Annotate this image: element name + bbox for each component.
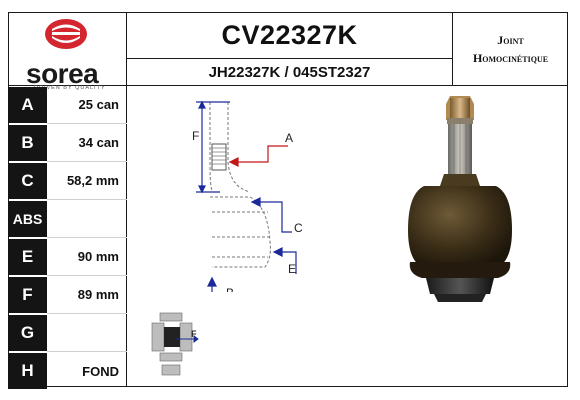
spec-value (47, 200, 127, 238)
arrow-c (250, 197, 292, 233)
boot-clamp (434, 294, 486, 302)
washer (447, 118, 473, 124)
spec-value: 89 mm (47, 276, 127, 314)
cross-ref-cell: JH22327K / 045ST2327 (127, 59, 453, 86)
mini-core (164, 327, 180, 347)
spec-row: G (8, 314, 127, 352)
threaded-stub (450, 98, 470, 120)
mini-outline (151, 312, 193, 376)
spline-outline (211, 143, 227, 171)
arrow-a (228, 145, 288, 167)
brand-name: sorea (26, 58, 99, 89)
label-a: A (285, 131, 293, 145)
spec-row: ABS (8, 200, 127, 238)
brand-tagline: DRIVEN BY QUALITY (34, 85, 106, 91)
spec-label: G (8, 315, 47, 351)
spec-value: 58,2 mm (47, 162, 127, 200)
spec-value: 25 can (47, 86, 127, 124)
spec-label: A (8, 87, 47, 123)
part-type-line2: Homocinétique (472, 50, 549, 65)
spec-row: E 90 mm (8, 238, 127, 276)
spec-label: ABS (8, 201, 47, 237)
dimension-f (196, 100, 230, 194)
label-e: E (288, 262, 296, 276)
joint-outline (209, 102, 271, 268)
product-photo (408, 96, 512, 302)
datasheet-frame (8, 12, 568, 387)
spec-label: H (8, 353, 47, 389)
spec-row: F 89 mm (8, 276, 127, 314)
spec-table: A 25 can B 34 can C 58,2 mm ABS E 90 mm … (8, 86, 127, 390)
bell-ring (409, 262, 511, 278)
spec-value: 34 can (47, 124, 127, 162)
spec-label: B (8, 125, 47, 161)
sorea-logo-icon (45, 19, 87, 49)
spec-row: H FOND (8, 352, 127, 390)
spec-label: F (8, 277, 47, 313)
joint-dimension-diagram: F A C E B (192, 100, 303, 292)
label-c: C (294, 221, 303, 235)
spec-label: E (8, 239, 47, 275)
arrow-b (207, 276, 217, 292)
mini-cross-section-diagram: F (151, 312, 199, 376)
spec-value (47, 314, 127, 352)
spec-value: FOND (82, 363, 119, 379)
label-f: F (192, 129, 199, 143)
mini-dimension (176, 335, 199, 343)
spec-value: 90 mm (47, 238, 127, 276)
spline-teeth (212, 147, 226, 165)
spline-grooves (453, 124, 467, 174)
boot (426, 278, 494, 294)
mini-label-f: F (191, 329, 197, 339)
part-number: CV22327K (221, 19, 358, 50)
joint-bell (408, 186, 512, 268)
label-b: B (226, 286, 234, 292)
spec-row: A 25 can (8, 86, 127, 124)
part-type-line1: Joint (497, 32, 524, 47)
arrow-e (272, 247, 297, 274)
spec-row: C 58,2 mm (8, 162, 127, 200)
spec-label: C (8, 163, 47, 199)
part-number-cell: CV22327K (127, 12, 453, 59)
bell-neck (440, 174, 480, 186)
cross-references: JH22327K / 045ST2327 (208, 63, 371, 81)
part-type-cell: Joint Homocinétique (453, 12, 568, 86)
spec-row: B 34 can (8, 124, 127, 162)
brand-logo: sorea DRIVEN BY QUALITY (8, 12, 127, 91)
